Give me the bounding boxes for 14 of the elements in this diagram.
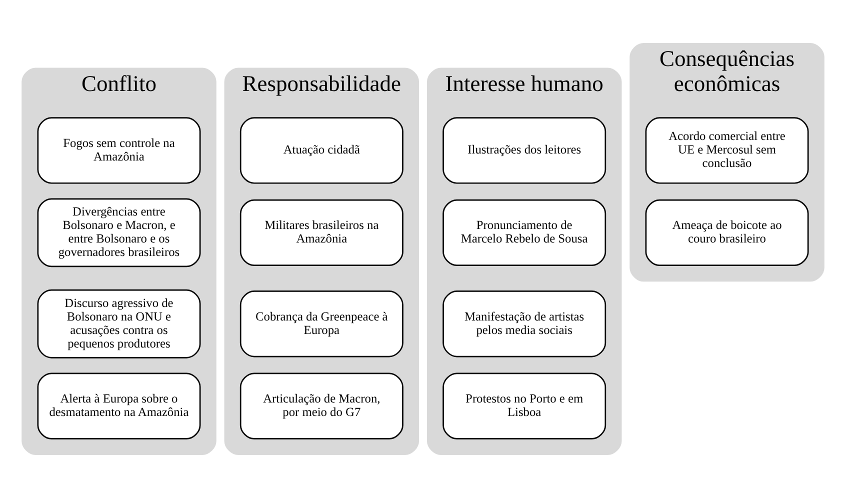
node-box: Protestos no Porto e em Lisboa [442, 372, 606, 439]
node-box: Ameaça de boicote ao couro brasileiro [645, 198, 809, 266]
node-box: Pronunciamento de Marcelo Rebelo de Sousa [442, 198, 606, 266]
node-box: Ilustrações dos leitores [442, 116, 606, 184]
node-box: Divergências entre Bolsonaro e Macron, e entre Bolsonaro e os governadores brasileiros [37, 198, 201, 267]
node-box: Manifestação de artistas pelos media sociais [442, 290, 606, 357]
node-box: Militares brasileiros na Amazônia [240, 198, 404, 266]
node-box: Acordo comercial entre UE e Mercosul sem conclusão [645, 116, 809, 184]
node-box: Articulação de Macron, por meio do G7 [240, 372, 404, 439]
node-box: Discurso agressivo de Bolsonaro na ONU e acusações contra os pequenos produtores [37, 288, 201, 358]
node-box: Fogos sem controle na Amazônia [37, 116, 201, 184]
node-box: Cobrança da Greenpeace à Europa [240, 290, 404, 357]
node-box: Alerta à Europa sobre o desmatamento na Amazônia [37, 372, 201, 439]
node-box: Atuação cidadã [240, 116, 404, 184]
